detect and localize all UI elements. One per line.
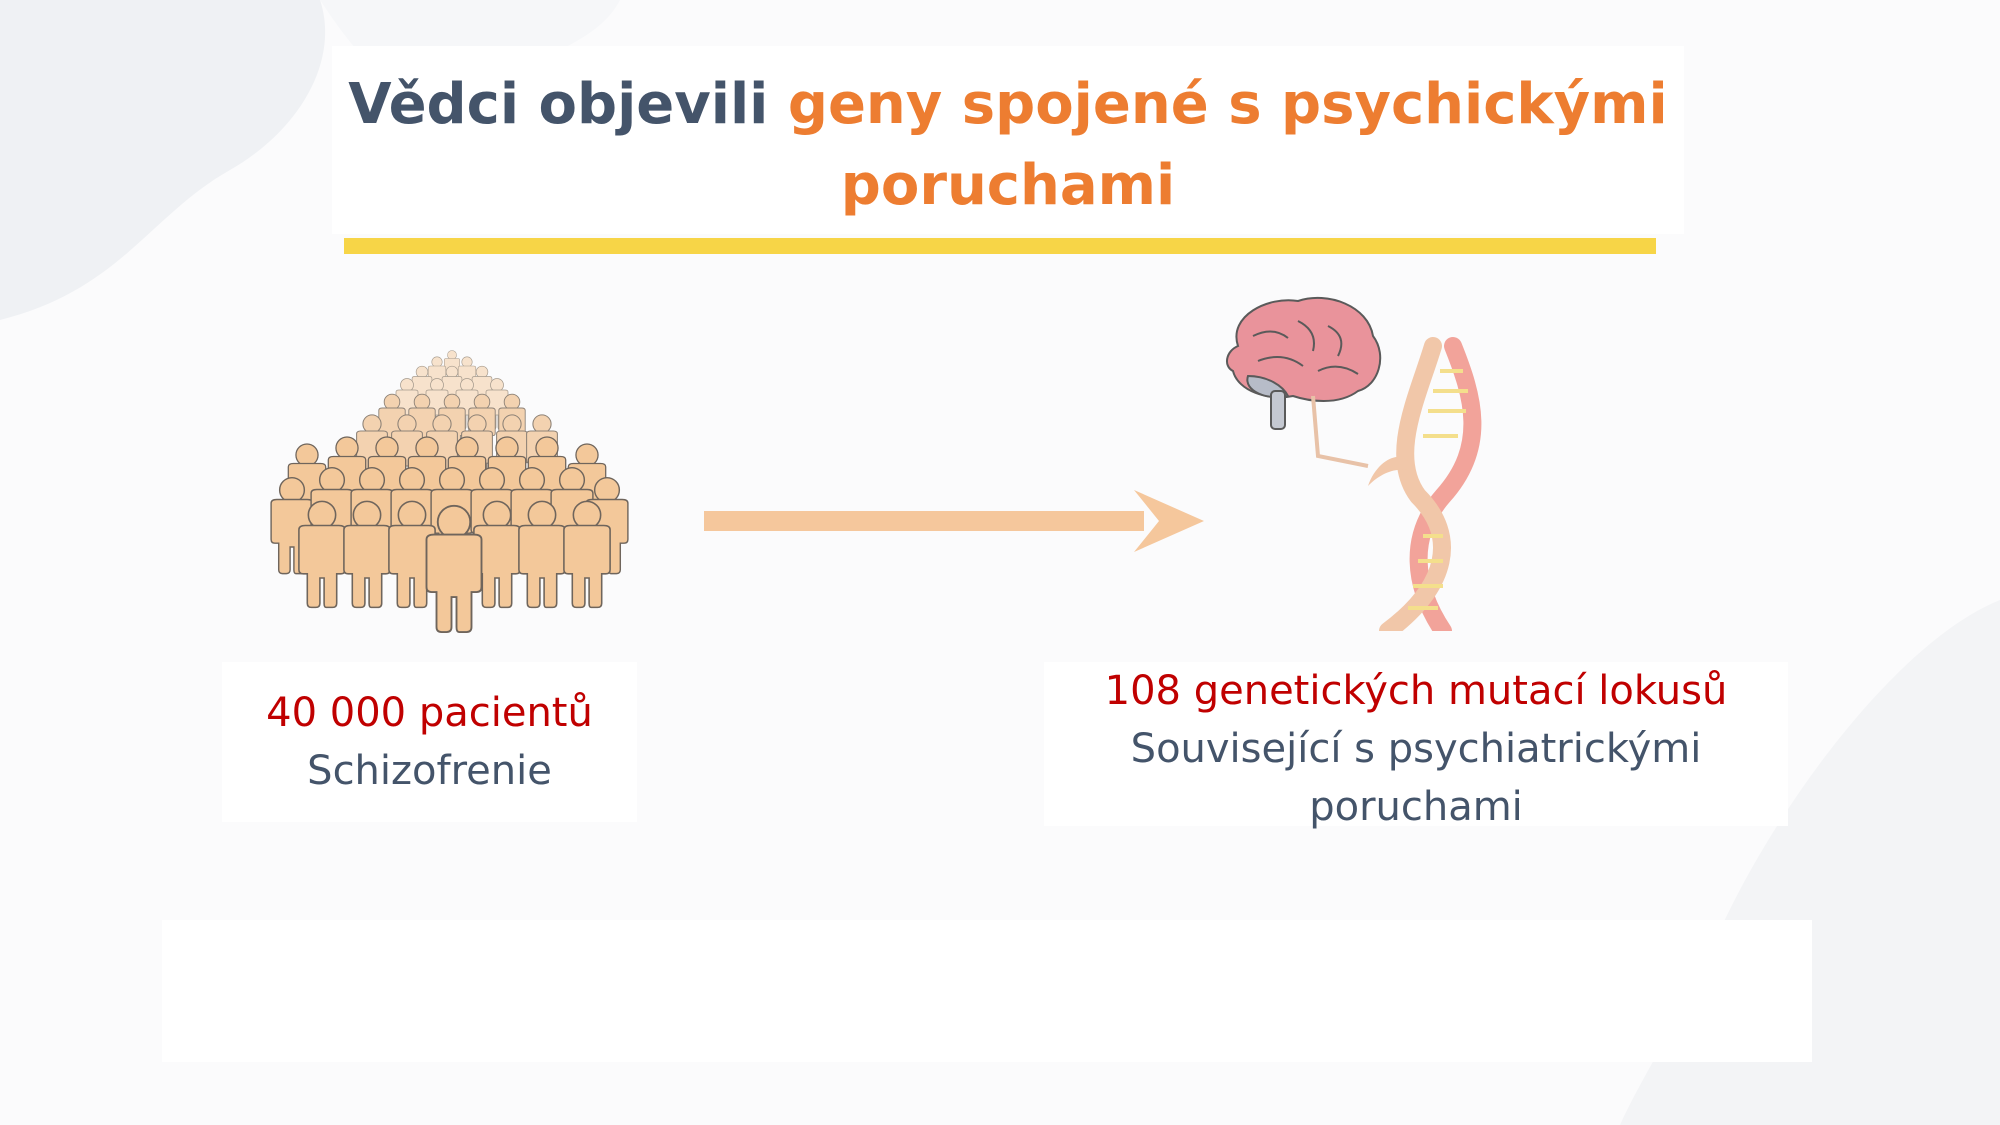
title-accent: geny spojené s psychickými poruchami xyxy=(787,72,1668,218)
patients-count: 40 000 pacientů xyxy=(266,690,593,736)
arrow-right-icon xyxy=(704,490,1204,552)
patients-condition: Schizofrenie xyxy=(307,748,552,794)
title-box xyxy=(332,46,1684,234)
page-title: Vědci objevili geny spojené s psychickým… xyxy=(332,64,1684,226)
brain-icon xyxy=(1226,296,1382,430)
loci-description: Související s psychiatrickými poruchami xyxy=(1130,726,1702,830)
empty-text-box xyxy=(162,920,1812,1062)
brain-dna-illustration xyxy=(1226,296,1482,631)
title-main: Vědci objevili xyxy=(348,72,788,137)
crowd-icon xyxy=(270,350,629,633)
dna-icon xyxy=(1368,337,1482,631)
loci-label: 108 genetických mutací lokusů Souvisejíc… xyxy=(1044,662,1788,830)
yellow-underline xyxy=(344,238,1656,254)
patients-label: 40 000 pacientů Schizofrenie xyxy=(222,662,637,822)
loci-count: 108 genetických mutací lokusů xyxy=(1104,668,1728,714)
